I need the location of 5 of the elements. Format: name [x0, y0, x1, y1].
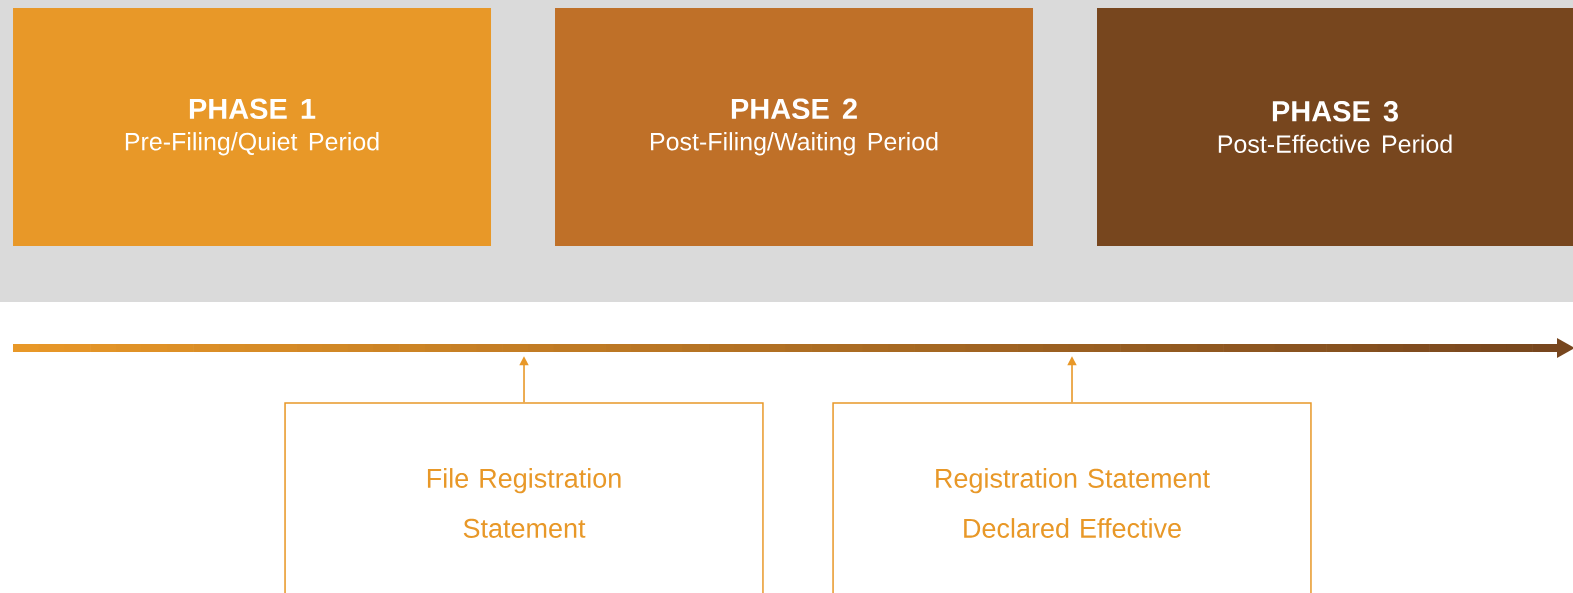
event-box: Registration Statement Declared Effective — [832, 402, 1312, 593]
phase-box: PHASE 3 Post-Effective Period — [1097, 8, 1573, 246]
phase-box: PHASE 1 Pre-Filing/Quiet Period — [13, 8, 491, 246]
event-box: File Registration Statement — [284, 402, 764, 593]
phase-box: PHASE 2 Post-Filing/Waiting Period — [555, 8, 1033, 246]
